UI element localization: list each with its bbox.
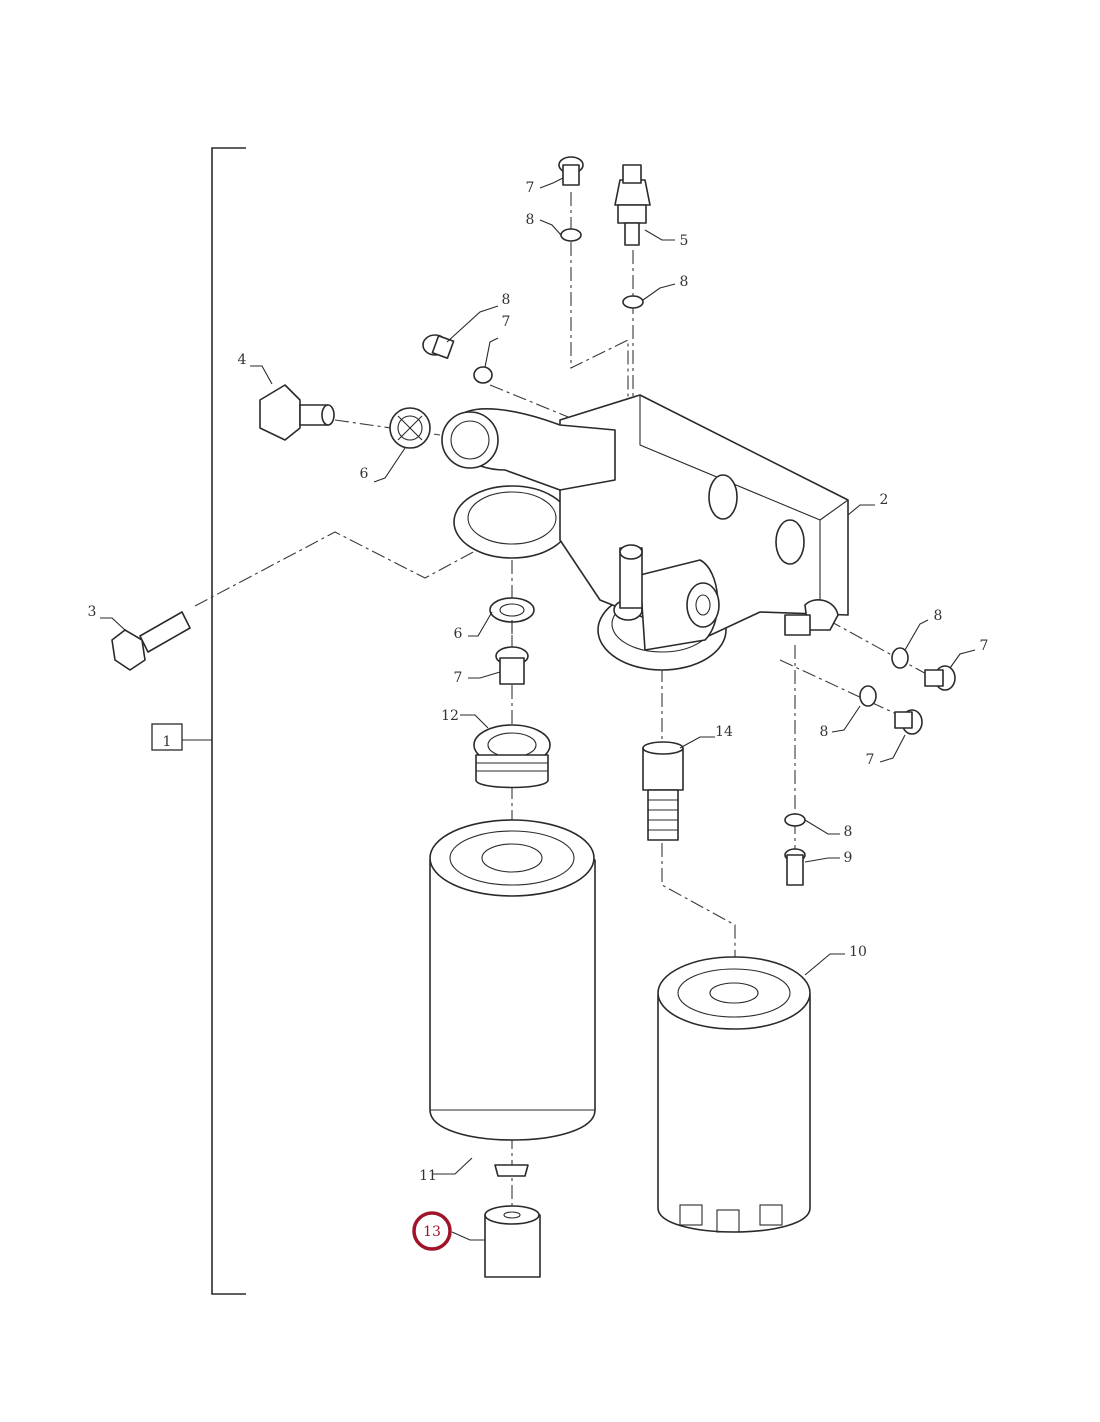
- callout-label-3: 3: [88, 604, 97, 620]
- callout-label-5: 5: [680, 233, 689, 249]
- callout-leaders: [100, 177, 976, 1241]
- callout-label-8-top: 8: [526, 212, 535, 228]
- check-valve-upper: [389, 407, 431, 449]
- threaded-nipple: [642, 741, 684, 841]
- callout-label-11: 11: [419, 1168, 437, 1184]
- callout-label-6-upper: 6: [360, 466, 369, 482]
- highlight-ring: [412, 1211, 452, 1251]
- assembly-label: 1: [163, 734, 172, 750]
- check-valve-lower: [489, 597, 535, 634]
- callout-label-7-right-2: 7: [866, 752, 875, 768]
- callout-label-13: 13: [423, 1224, 441, 1240]
- callout-label-7-center: 7: [454, 670, 463, 686]
- fuel-filter: [429, 819, 596, 1177]
- callout-label-4: 4: [238, 352, 247, 368]
- callout-label-8-plug: 8: [844, 824, 853, 840]
- pressure-sensor: [614, 164, 651, 246]
- callout-label-8-left: 8: [502, 292, 511, 308]
- filter-head: [441, 394, 849, 671]
- drain-plug: [784, 848, 806, 886]
- fitting-upper-left: [422, 334, 455, 359]
- callout-label-9: 9: [844, 850, 853, 866]
- callout-label-8-sensor: 8: [680, 274, 689, 290]
- callout-labels: 7 8 5 8 8 7 4 6 2 3 6 7 8 7 8 7 12 14 8 …: [88, 180, 989, 1184]
- assembly-bracket: [151, 147, 246, 1295]
- callout-label-8-right-2: 8: [820, 724, 829, 740]
- fitting-right-2: [894, 709, 923, 735]
- callout-label-8-right-1: 8: [934, 608, 943, 624]
- callout-label-2: 2: [880, 492, 889, 508]
- callout-label-7-left: 7: [502, 314, 511, 330]
- fitting-right-1: [924, 665, 956, 691]
- thread-adapter: [473, 724, 551, 789]
- callout-label-7-right-1: 7: [980, 638, 989, 654]
- oil-filter: [657, 956, 811, 1233]
- callout-label-7-top: 7: [526, 180, 535, 196]
- callout-label-14: 14: [715, 724, 733, 740]
- washers: [473, 228, 909, 827]
- callout-label-6-lower: 6: [454, 626, 463, 642]
- highlighted-callout-13[interactable]: 13: [412, 1211, 452, 1251]
- fitting-top: [558, 156, 584, 186]
- callout-label-10: 10: [849, 944, 867, 960]
- banjo-bolt: [259, 384, 335, 441]
- callout-label-12: 12: [441, 708, 459, 724]
- water-separator-cup: [484, 1205, 541, 1278]
- fitting-center: [495, 646, 529, 685]
- mounting-bolt: [111, 611, 191, 671]
